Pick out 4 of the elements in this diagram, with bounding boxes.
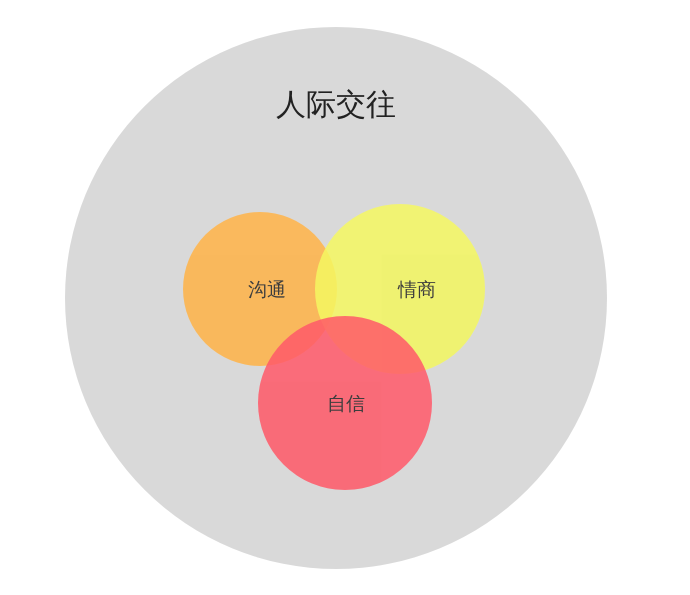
circle-label: 情商: [398, 278, 436, 303]
circle-label: 自信: [327, 392, 365, 417]
circle-label: 沟通: [248, 278, 286, 303]
outer-circle-label: 人际交往: [276, 86, 396, 124]
